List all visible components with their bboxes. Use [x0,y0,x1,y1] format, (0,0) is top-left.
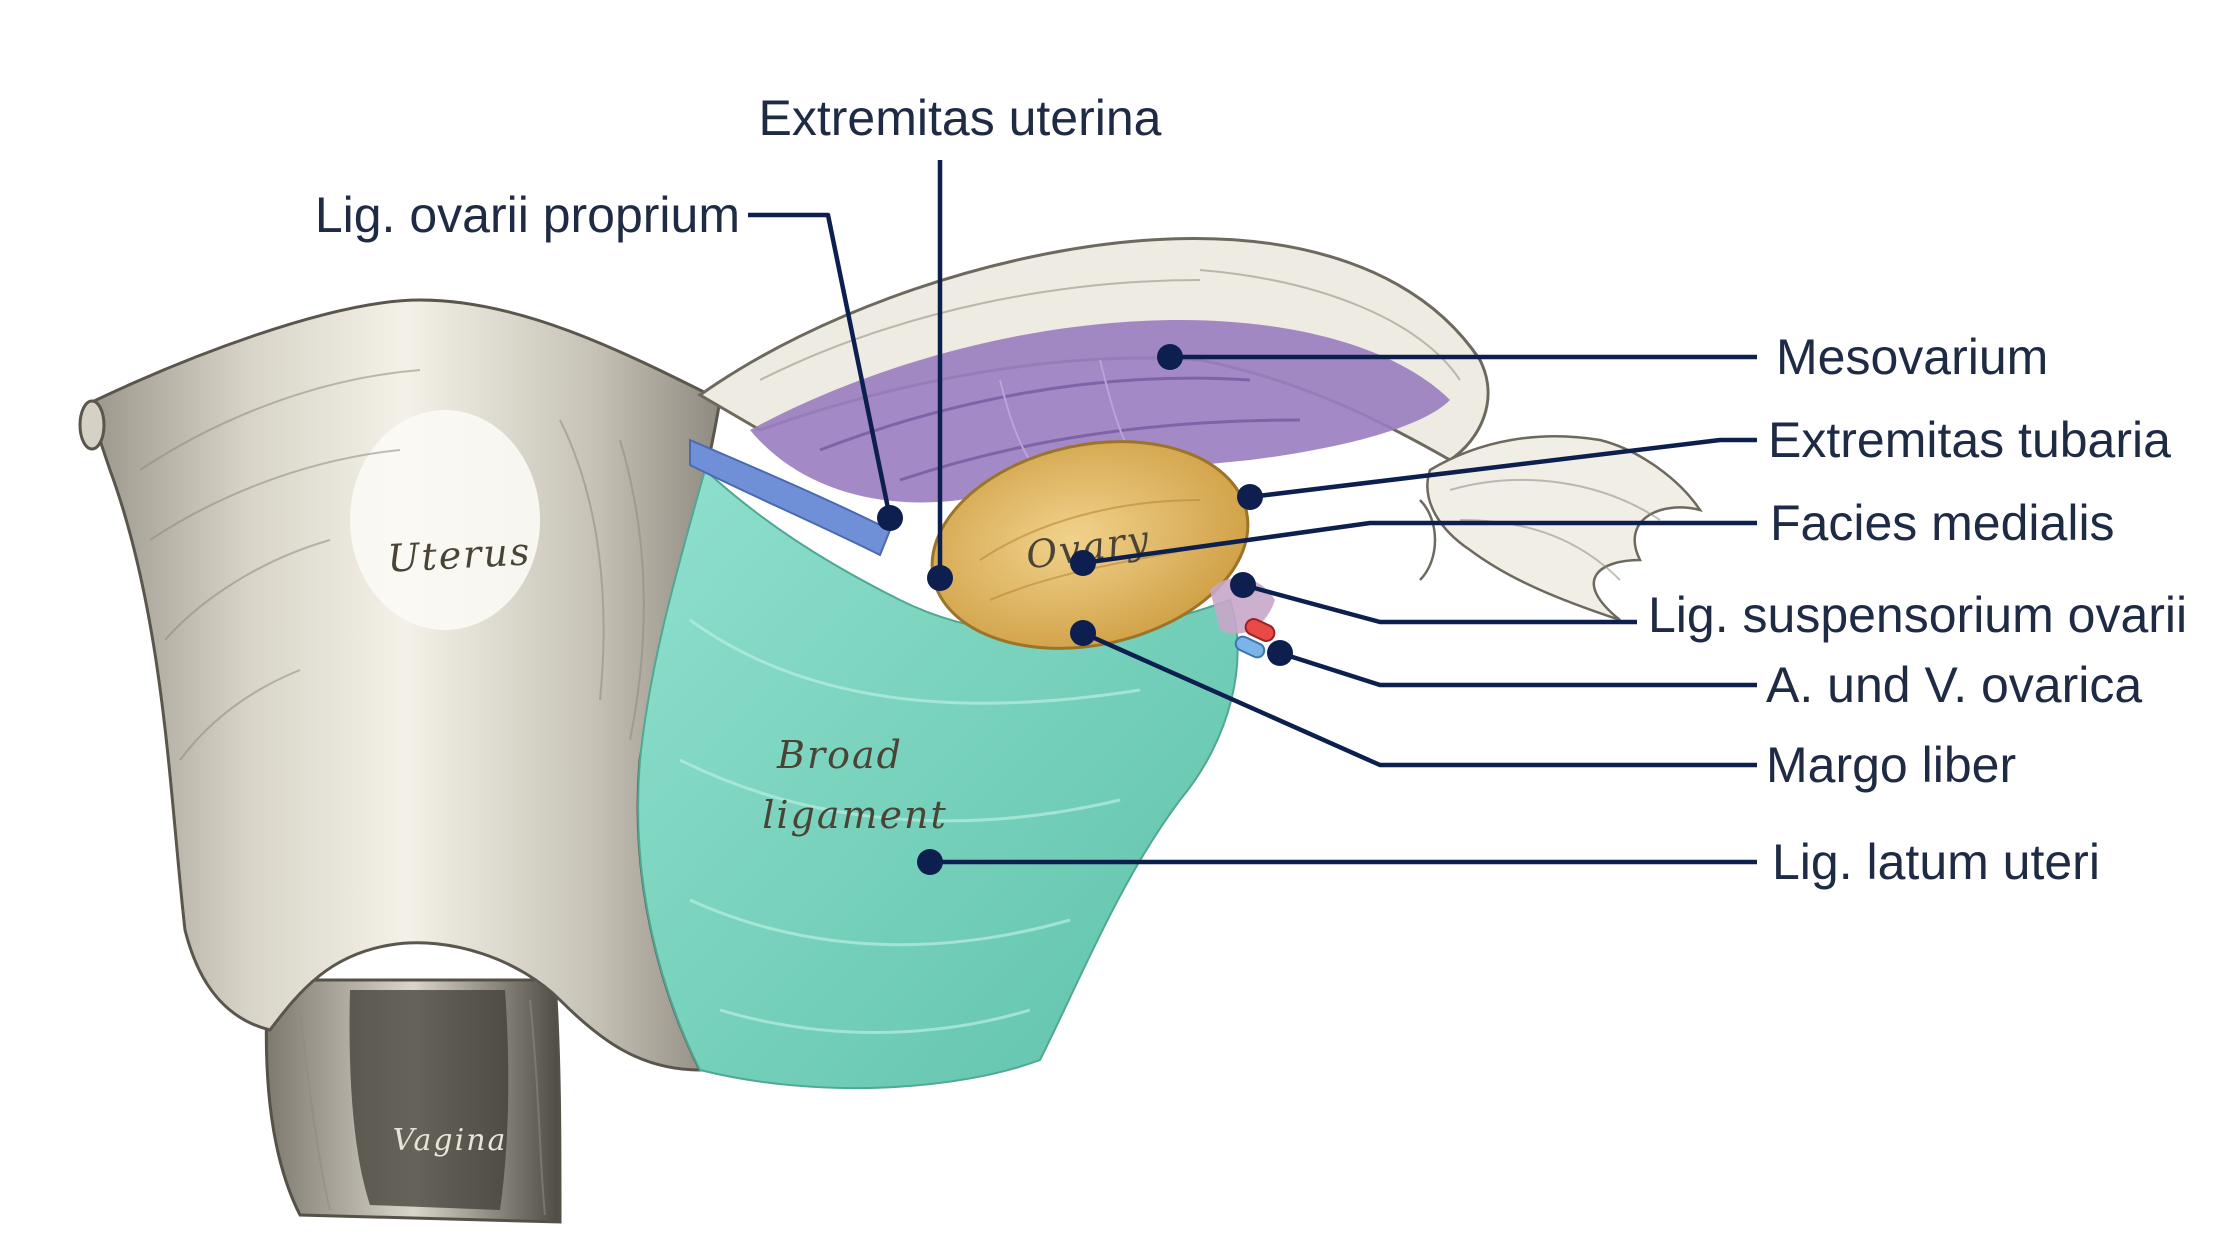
label-lig-suspensorium-ovarii: Lig. suspensorium ovarii [1648,587,2187,643]
marker-extremitas-uterina [927,565,953,591]
leader-margo-liber [1082,630,1757,768]
leader-lines [748,160,1757,875]
marker-margo-liber [1070,620,1096,646]
ovarian-ligament-shape [689,438,892,557]
label-extremitas-uterina: Extremitas uterina [759,90,1162,146]
suspensory-ligament-shape [1210,577,1276,659]
label-mesovarium: Mesovarium [1776,329,2048,385]
ovarian-vein [1234,635,1266,659]
vagina-engraved-label: Vagina [393,1123,508,1158]
marker-lig-ovarii-proprium [877,505,903,531]
leader-lig-suspensorium-ovarii [1242,582,1637,625]
labels: Extremitas uterina Lig. ovarii proprium … [315,90,2187,890]
uterus-engraved-label: Uterus [386,529,532,580]
label-extremitas-tubaria: Extremitas tubaria [1768,412,2171,468]
uterus: Uterus Vagina [78,298,722,1158]
marker-lig-suspensorium-ovarii [1230,572,1256,598]
broad-engraved-label-2: ligament [762,793,948,837]
broad-engraved-label-1: Broad [776,733,903,777]
label-a-und-v-ovarica: A. und V. ovarica [1766,657,2142,713]
label-facies-medialis: Facies medialis [1770,495,2115,551]
leader-a-und-v-ovarica [1279,650,1757,688]
label-margo-liber: Margo liber [1766,737,2016,793]
marker-mesovarium [1157,344,1183,370]
ovarian-artery [1244,618,1276,642]
leader-facies-medialis [1082,520,1757,566]
leader-extremitas-tubaria [1249,437,1757,500]
vagina [264,978,562,1224]
marker-facies-medialis [1070,550,1096,576]
marker-a-und-v-ovarica [1267,640,1293,666]
label-lig-ovarii-proprium: Lig. ovarii proprium [315,187,740,243]
ovary-shape: Ovary [930,440,1250,650]
marker-extremitas-tubaria [1237,484,1263,510]
broad-ligament-shape: Broad ligament [637,468,1239,1090]
leader-lig-ovarii-proprium [748,212,893,519]
marker-lig-latum-uteri [917,849,943,875]
label-lig-latum-uteri: Lig. latum uteri [1772,834,2100,890]
